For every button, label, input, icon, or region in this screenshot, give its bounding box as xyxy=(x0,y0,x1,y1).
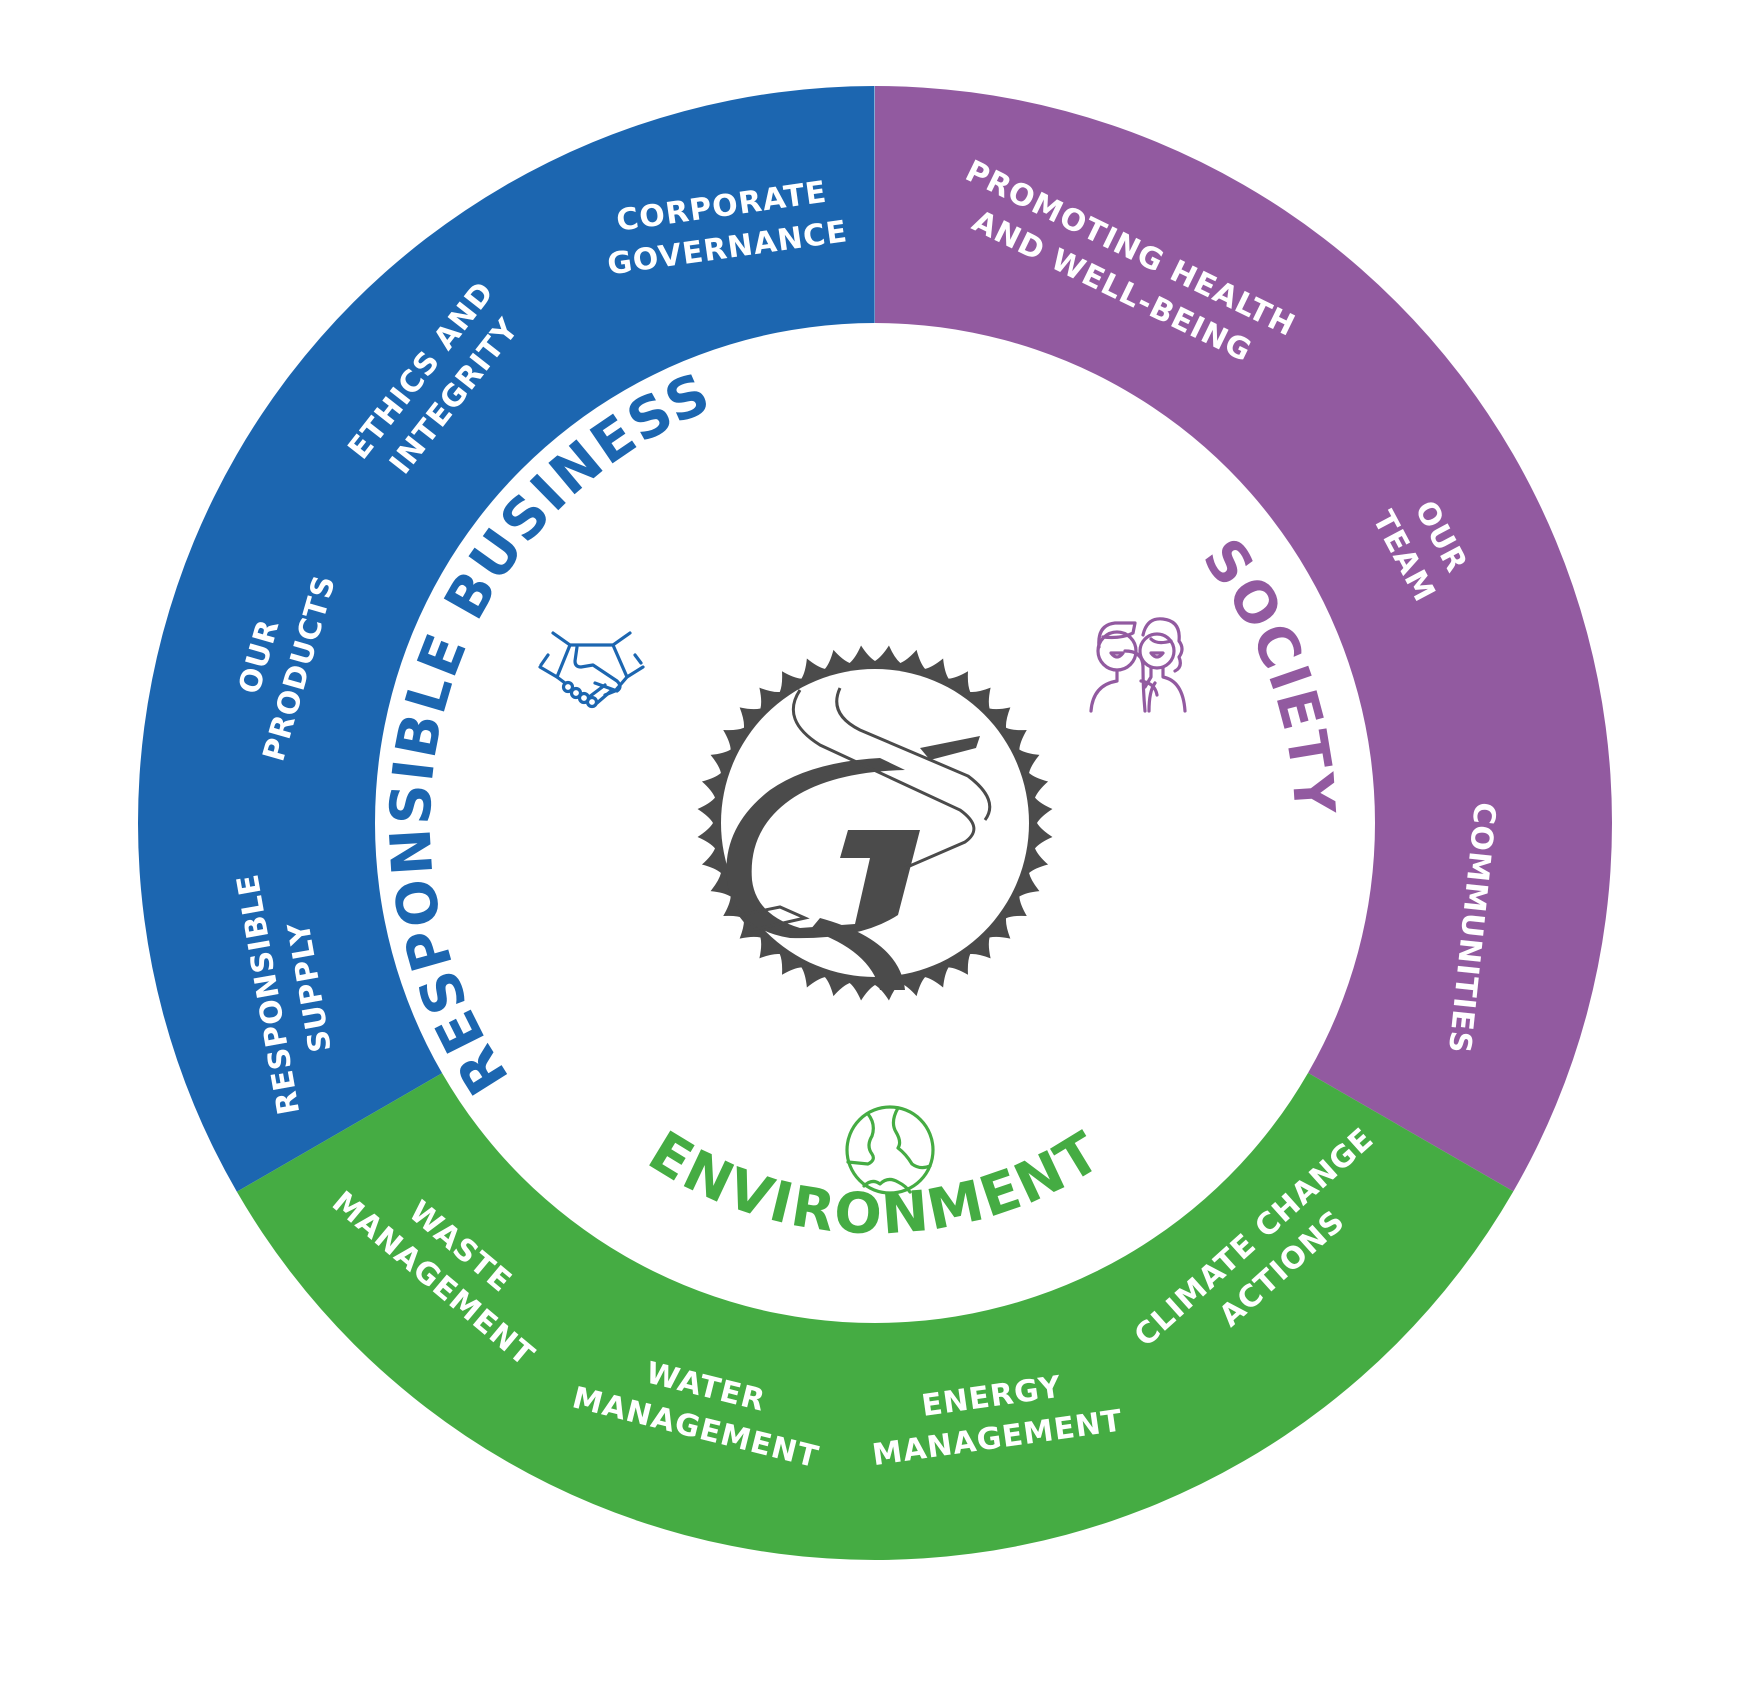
people-icon xyxy=(1089,617,1187,713)
handshake-icon xyxy=(538,631,645,709)
logo-ribbon-bottom xyxy=(810,918,905,990)
logo-ribbon-left xyxy=(737,905,810,932)
ring-segment-responsible-business xyxy=(137,86,875,1192)
ring xyxy=(137,86,1612,1560)
logo-ribbon xyxy=(791,689,976,870)
gear-logo-icon xyxy=(697,645,1053,1001)
globe-icon xyxy=(845,1105,935,1195)
logo-ribbon-edge xyxy=(835,687,992,821)
pillar-title-environment: ENVIRONMENT xyxy=(637,1119,1112,1247)
logo-letter-g xyxy=(726,758,920,939)
ring-segment-environment xyxy=(236,1072,1514,1560)
pillar-title-text: ENVIRONMENT xyxy=(637,1119,1110,1247)
logo-ribbon-top xyxy=(920,736,980,760)
ring-segment-society xyxy=(875,86,1612,1192)
